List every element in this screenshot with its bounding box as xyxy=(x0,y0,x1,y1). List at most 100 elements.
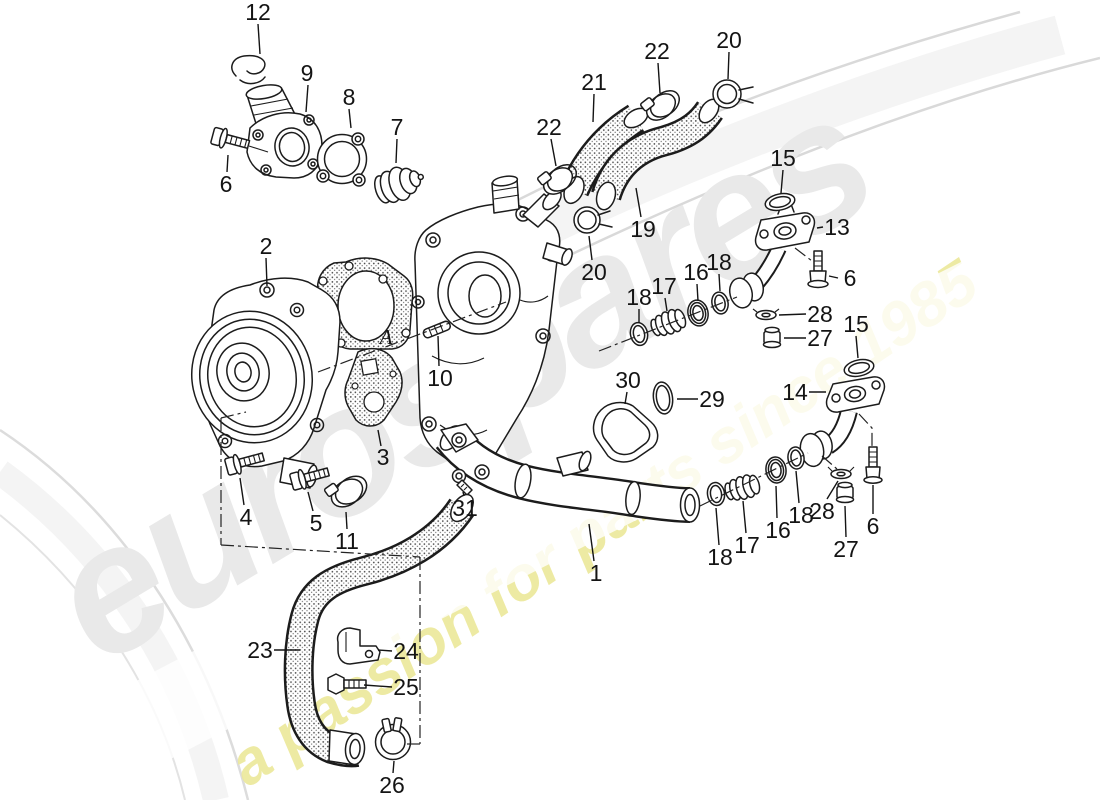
part-22-worm-clamp-left xyxy=(537,164,578,195)
part-14-flange-pipe xyxy=(799,376,886,468)
callout-leader-6 xyxy=(828,275,839,279)
part-callout-2: 2 xyxy=(260,233,273,259)
callout-leader-17 xyxy=(742,500,747,534)
callout-leader-5 xyxy=(307,491,314,512)
part-4-bolt xyxy=(224,452,265,476)
part-8-gasket xyxy=(316,132,368,187)
part-6-bolt-left xyxy=(210,126,251,150)
part-1-distribution-pipe xyxy=(435,423,701,523)
callout-leader-11 xyxy=(345,511,348,530)
callout-leader-19 xyxy=(635,187,642,218)
part-callout-10: 10 xyxy=(427,365,453,391)
part-callout-18: 18 xyxy=(707,544,733,570)
part-callout-16: 16 xyxy=(765,517,791,543)
callout-leader-20 xyxy=(588,235,593,261)
part-17-bushing-a xyxy=(650,308,687,337)
part-26-spring-clamp xyxy=(374,717,412,761)
part-callout-7: 7 xyxy=(391,114,404,140)
callout-leader-13 xyxy=(816,226,824,229)
part-28-washer-upper xyxy=(752,308,780,321)
construction-lines xyxy=(220,247,873,745)
part-callout-8: 8 xyxy=(343,84,356,110)
callout-leader-31 xyxy=(462,491,465,497)
part-24-bracket xyxy=(336,627,381,665)
callout-leader-2 xyxy=(265,257,268,287)
part-31-screw xyxy=(451,468,473,496)
callout-leader-12 xyxy=(257,23,261,55)
part-16-seal-b xyxy=(765,456,787,484)
part-pump-gasket xyxy=(316,257,414,350)
part-6-bolt-right-upper xyxy=(807,250,829,289)
part-callout-5: 5 xyxy=(310,510,323,536)
part-coolant-housing xyxy=(411,175,573,473)
callout-leader-4 xyxy=(239,477,245,506)
part-callout-1: 1 xyxy=(590,560,603,586)
part-18-o-ring-b xyxy=(711,291,729,315)
part-27-nut-upper xyxy=(762,326,782,349)
callout-leader-6 xyxy=(226,154,229,173)
part-23-hose xyxy=(283,493,475,768)
part-18-o-ring-c xyxy=(706,481,726,507)
part-callout-11: 11 xyxy=(335,528,359,554)
callout-leader-8 xyxy=(348,108,352,129)
part-20-spring-clamp-top xyxy=(712,79,754,109)
part-21-hose xyxy=(559,104,649,205)
callout-leader-28 xyxy=(778,313,807,316)
callout-leader-3 xyxy=(377,429,382,447)
part-callout-31: 31 xyxy=(452,495,478,521)
callout-leader-10 xyxy=(437,335,440,367)
view-letter-label: A xyxy=(378,325,393,349)
part-callout-26: 26 xyxy=(379,772,405,798)
part-callout-12: 12 xyxy=(245,0,271,25)
callout-leader-25 xyxy=(363,684,393,688)
callout-leader-18 xyxy=(715,507,720,546)
part-callout-22: 22 xyxy=(644,38,670,64)
part-callout-22: 22 xyxy=(536,114,562,140)
callout-leader-9 xyxy=(305,84,309,113)
callout-leader-22 xyxy=(550,138,557,167)
callout-leader-22 xyxy=(657,62,661,94)
part-callout-21: 21 xyxy=(581,69,607,95)
part-callout-24: 24 xyxy=(393,638,419,664)
part-callout-27: 27 xyxy=(807,325,833,351)
part-callout-23: 23 xyxy=(247,637,273,663)
part-7-thermostat xyxy=(373,166,424,204)
part-callout-20: 20 xyxy=(581,259,607,285)
part-28-washer-lower xyxy=(827,466,855,480)
part-callout-30: 30 xyxy=(615,367,641,393)
part-3-gasket xyxy=(344,347,403,427)
part-callout-9: 9 xyxy=(301,60,314,86)
part-callout-18: 18 xyxy=(706,249,732,275)
part-10-stud xyxy=(422,320,452,339)
part-25-bolt xyxy=(327,673,367,695)
part-callout-29: 29 xyxy=(699,386,725,412)
part-5-bolt xyxy=(289,467,330,491)
part-callout-6: 6 xyxy=(844,265,857,291)
part-callout-27: 27 xyxy=(833,536,859,562)
part-15-seal-ring-lower xyxy=(843,358,875,378)
part-callout-13: 13 xyxy=(824,214,850,240)
callout-leader-26 xyxy=(392,760,395,774)
part-11-worm-clamp xyxy=(323,475,368,508)
callout-leader-21 xyxy=(592,93,595,123)
part-18-o-ring-d xyxy=(787,446,805,470)
part-20-spring-clamp-mid xyxy=(573,206,613,234)
part-29-o-ring xyxy=(652,381,674,415)
callout-leader-20 xyxy=(727,51,730,80)
part-12-retaining-clip xyxy=(231,54,266,85)
part-callout-3: 3 xyxy=(377,444,390,470)
part-27-nut-lower xyxy=(835,481,855,504)
part-callout-17: 17 xyxy=(734,532,760,558)
callout-leader-17 xyxy=(664,297,668,312)
callout-leader-16 xyxy=(696,283,699,302)
part-callout-28: 28 xyxy=(809,498,835,524)
part-callout-16: 16 xyxy=(683,259,709,285)
part-15-seal-ring-top xyxy=(764,192,796,212)
callout-leader-7 xyxy=(395,138,398,164)
callout-leader-15 xyxy=(780,169,784,194)
callout-leader-1 xyxy=(588,523,595,562)
watermark-swoosh-band xyxy=(20,221,1080,800)
